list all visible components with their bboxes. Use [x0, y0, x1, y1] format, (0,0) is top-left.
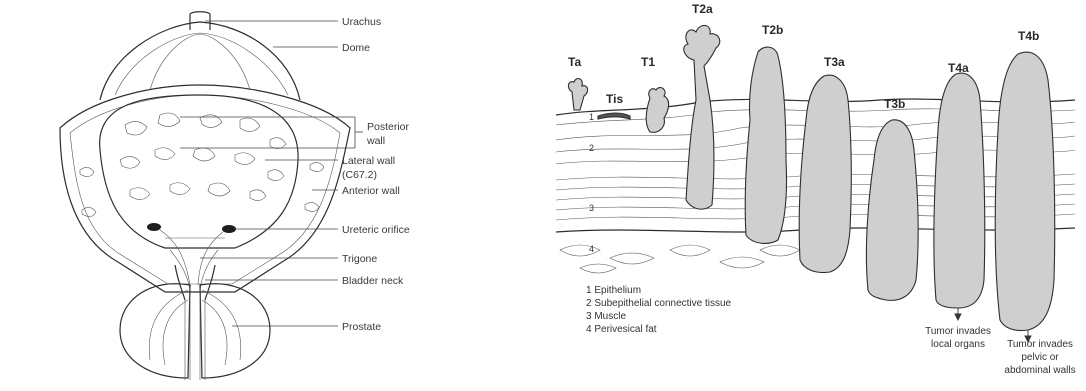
label-prostate: Prostate — [342, 321, 381, 333]
label-posterior-wall-line1: Posterior — [367, 121, 410, 133]
legend-item-epithelium: 1 Epithelium — [586, 285, 641, 296]
label-posterior-wall-line2: wall — [366, 135, 385, 147]
tumor-t3b — [866, 120, 918, 301]
stage-label-t4a: T4a — [948, 61, 969, 75]
label-lateral-wall-line2: (C67.2) — [342, 169, 377, 181]
left-ureteric-orifice — [147, 223, 161, 231]
t4b-note-line3: abdominal walls — [1004, 365, 1075, 376]
bladder-labels: Urachus Dome Posterior wall Lateral wall… — [342, 16, 410, 333]
label-trigone: Trigone — [342, 253, 377, 265]
t4a-note-line1: Tumor invades — [925, 326, 991, 337]
tumor-t3a — [799, 75, 851, 272]
label-lateral-wall-line1: Lateral wall — [342, 155, 395, 167]
t4a-note-line2: local organs — [931, 339, 985, 350]
layer-numbers: 1 2 3 4 — [589, 112, 594, 254]
label-ureteric-orifice: Ureteric orifice — [342, 224, 410, 236]
layer-legend: 1 Epithelium 2 Subepithelial connective … — [586, 285, 732, 335]
legend-item-connective-tissue: 2 Subepithelial connective tissue — [586, 298, 732, 309]
layer-number-4: 4 — [589, 244, 594, 254]
stage-label-ta: Ta — [568, 55, 581, 69]
stage-label-t1: T1 — [641, 55, 655, 69]
layer-number-2: 2 — [589, 143, 594, 153]
tumor-growths — [568, 25, 1054, 330]
stage-label-t2a: T2a — [692, 2, 713, 16]
t4b-note-line2: pelvic or — [1021, 352, 1059, 363]
t4b-note-line1: Tumor invades — [1007, 339, 1073, 350]
label-anterior-wall: Anterior wall — [342, 185, 400, 197]
tumor-tis — [598, 113, 630, 119]
label-urachus: Urachus — [342, 16, 381, 28]
stage-label-t4b: T4b — [1018, 29, 1039, 43]
tumor-t1 — [646, 88, 668, 133]
tumor-t4b — [995, 52, 1055, 330]
stage-label-tis: Tis — [606, 92, 623, 106]
bladder-illustration — [60, 12, 350, 380]
label-dome: Dome — [342, 42, 370, 54]
tumor-ta — [568, 79, 587, 110]
stage-label-t3a: T3a — [824, 55, 845, 69]
tumor-t4a — [934, 73, 985, 308]
stage-label-t3b: T3b — [884, 97, 905, 111]
layer-number-1: 1 — [589, 112, 594, 122]
label-bladder-neck: Bladder neck — [342, 275, 404, 287]
stage-label-t2b: T2b — [762, 23, 783, 37]
right-ureteric-orifice — [222, 225, 236, 233]
legend-item-perivesical-fat: 4 Perivesical fat — [586, 324, 657, 335]
layer-number-3: 3 — [589, 203, 594, 213]
bladder-leader-lines — [180, 21, 363, 326]
tumor-t2b — [745, 47, 786, 243]
invasion-notes: Tumor invades local organs Tumor invades… — [925, 326, 1075, 376]
tumor-t2a — [684, 25, 720, 209]
legend-item-muscle: 3 Muscle — [586, 311, 626, 322]
